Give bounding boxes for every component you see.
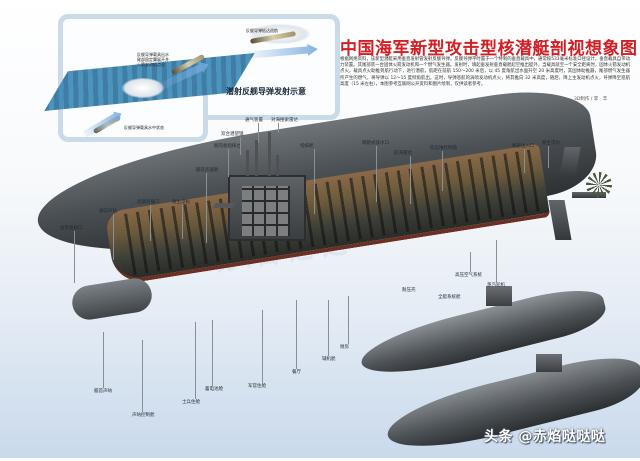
snorkel-mast xyxy=(255,140,258,176)
page-title: 中国海军新型攻击型核潜艇剖视想象图 xyxy=(340,39,638,59)
leader-line xyxy=(103,332,104,388)
lower-rudder xyxy=(548,200,572,240)
label-torpedo-tube: 鱼雷发射口 xyxy=(60,226,83,231)
launch-splash xyxy=(122,78,164,98)
leader-line xyxy=(496,240,497,282)
label-pressure-hull: 耐压壳 xyxy=(402,288,416,293)
leader-line xyxy=(142,340,143,412)
label-kitchen: 厨房 xyxy=(340,345,349,350)
label-comm-sonar: 通信声呐 xyxy=(99,209,117,214)
description-text: 根据网络资料，该新型潜艇采用垂直发射管发射反舰导弹。反舰导弹平时置于一个特制的垂… xyxy=(340,57,630,87)
leader-line xyxy=(262,310,263,383)
bow-sonar-section xyxy=(69,275,155,323)
leader-line xyxy=(240,137,241,155)
leader-line xyxy=(74,231,75,283)
leader-line xyxy=(182,205,183,239)
leader-line xyxy=(113,214,114,260)
label-surface-radar: 对海搜索雷达 xyxy=(271,118,298,123)
leader-line xyxy=(524,149,525,173)
leader-line xyxy=(278,123,279,133)
leader-line xyxy=(348,296,349,344)
label-stern-hatch: 尾部出入口 xyxy=(512,144,535,149)
label-mess: 餐厅 xyxy=(292,370,301,375)
leader-line xyxy=(376,146,377,202)
antenna-mast xyxy=(276,155,279,176)
leader-line xyxy=(442,151,443,191)
sail-hydroplane xyxy=(212,203,236,208)
leader-line xyxy=(296,300,297,369)
propeller xyxy=(586,172,612,198)
leader-line xyxy=(150,205,151,241)
leader-line xyxy=(470,252,471,272)
leader-line xyxy=(328,300,329,356)
submarine-1-sail xyxy=(486,286,512,306)
label-battery: 蓄电池舱 xyxy=(205,387,223,392)
label-bridge: 舰壳板指挥台 xyxy=(214,144,241,149)
label-weapon-loading: 武器装载口 xyxy=(137,200,160,205)
label-sonar-control: 声呐控制舱 xyxy=(132,413,155,418)
radar-mast xyxy=(268,132,271,176)
label-bow-sonar: 艏首声呐 xyxy=(94,389,112,394)
label-crew-quarters: 士兵住舱 xyxy=(182,400,200,405)
label-bow-buoy: 救生浮标 xyxy=(172,200,190,205)
leader-line xyxy=(212,320,213,386)
inset-note-underwater: 反舰导弹载具水中状态 xyxy=(124,125,164,130)
source-watermark: 头条 @赤焰哒哒哒 xyxy=(484,429,606,445)
sail-cutaway-grid xyxy=(242,186,290,236)
leader-line xyxy=(410,156,411,204)
label-steam-turbine: 蒸汽轮机 xyxy=(487,283,505,288)
stern-plane xyxy=(572,192,606,198)
leader-line xyxy=(314,149,315,214)
inset-note-cruise: 反舰导弹抵达巡航 xyxy=(246,28,278,33)
label-periscope: 双合潜望镜 xyxy=(221,132,244,137)
label-nav-radar: 航海雷达 xyxy=(394,151,412,156)
label-aux-machinery: 辅机舱 xyxy=(322,357,336,362)
leader-line xyxy=(206,173,207,243)
leader-line xyxy=(258,123,259,143)
label-drain-port: 隔舱式排水口 xyxy=(362,141,389,146)
leader-line xyxy=(548,146,549,168)
leader-line xyxy=(228,149,229,177)
label-hp-air: 高压空气系统 xyxy=(455,273,482,278)
inset-caption: 潜射反舰导弹发射示意 xyxy=(226,87,306,96)
label-fwd-weapons: 艏首武器舱 xyxy=(196,168,219,173)
label-stern-buoy: 救生浮标 xyxy=(542,141,560,146)
submarine-2-sail xyxy=(536,354,562,372)
leader-line xyxy=(195,322,196,399)
label-snorkel: 通气装置 xyxy=(245,118,263,123)
label-systems-room: 全艇系统舱 xyxy=(438,295,461,300)
inset-note-surface: 反舰导弹载具出水 尾部固定翼展开并 火箭发动机点火 xyxy=(137,52,169,67)
periscope-mast xyxy=(246,150,249,176)
label-command-room: 指挥舱 xyxy=(300,144,314,149)
label-reactor-control: 反应堆控制舱 xyxy=(430,146,457,151)
credit-text: 3D制作 / 李 丰 xyxy=(574,97,608,102)
label-officer-quarters: 军官住舱 xyxy=(248,384,266,389)
